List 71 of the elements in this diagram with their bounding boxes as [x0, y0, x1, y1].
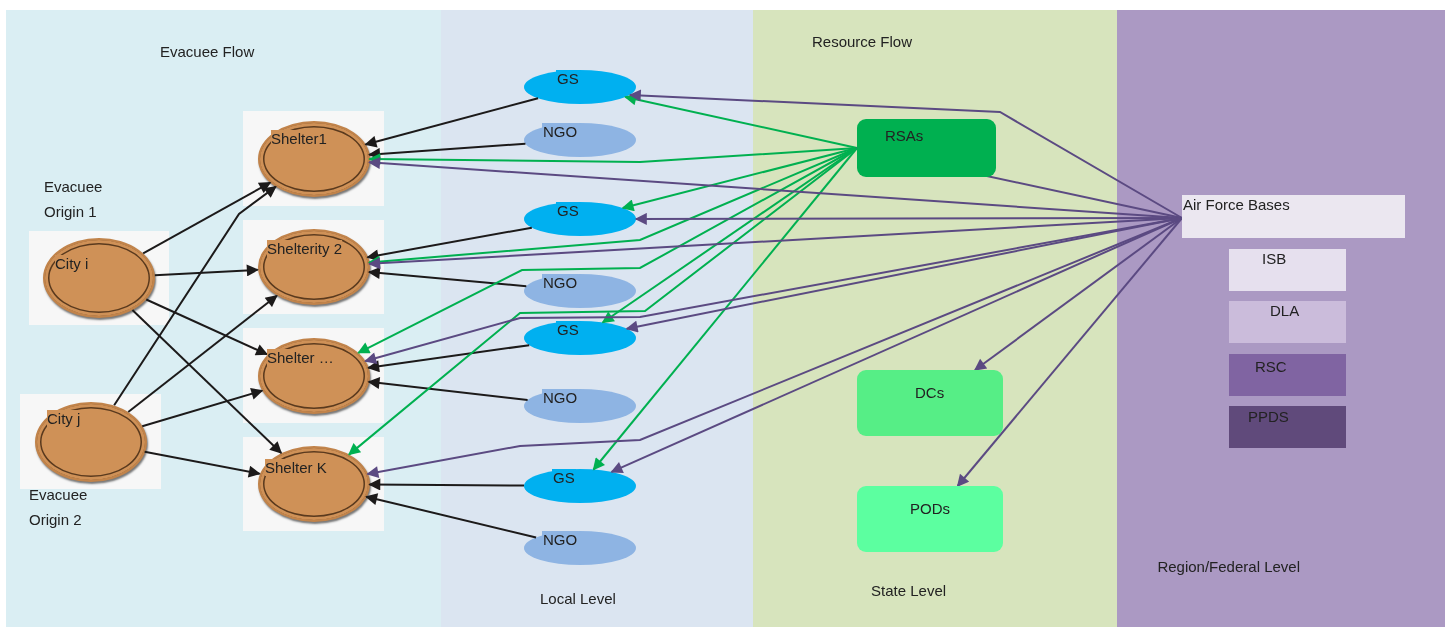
node-label: Shelterity 2	[267, 240, 343, 257]
arrow	[368, 142, 527, 160]
arrow	[141, 388, 264, 428]
facility-box	[857, 486, 1003, 552]
level-title: State Level	[871, 581, 948, 601]
agency-ellipse	[524, 531, 636, 565]
facility-box	[857, 370, 1003, 436]
arrow	[592, 147, 858, 471]
arrow	[143, 450, 261, 478]
node-label: Shelter K	[265, 459, 327, 476]
location-node	[243, 111, 384, 206]
node-label: Shelter …	[267, 349, 334, 366]
location-node	[243, 328, 384, 423]
facility-box	[1229, 354, 1346, 396]
origin-label: Evacuee Origin 1	[44, 177, 104, 222]
node-label: DCs	[915, 384, 945, 401]
node-label: GS	[556, 202, 580, 219]
arrow	[367, 267, 528, 288]
node-label: PPDS	[1248, 408, 1289, 425]
arrow	[131, 309, 283, 454]
node-label: PODs	[910, 500, 950, 517]
flow-band	[441, 10, 753, 627]
agency-ellipse	[524, 70, 636, 104]
facility-box	[857, 119, 996, 177]
agency-ellipse	[524, 202, 636, 236]
facility-box	[1229, 301, 1346, 343]
arrow	[364, 97, 540, 148]
arrow	[956, 217, 1183, 487]
level-title: Local Level	[540, 589, 617, 609]
node-label: Shelter1	[271, 130, 327, 147]
arrow	[367, 344, 531, 373]
level-title: Resource Flow	[812, 32, 914, 52]
arrow	[113, 185, 277, 407]
node-label: NGO	[542, 274, 579, 291]
node-label: GS	[556, 70, 580, 87]
agency-ellipse	[524, 274, 636, 308]
flow-band	[753, 10, 1117, 627]
arrow	[624, 93, 858, 149]
location-node	[243, 220, 384, 314]
arrow	[127, 294, 278, 413]
node-label: NGO	[542, 531, 579, 548]
node-label: GS	[552, 469, 576, 486]
flow-band	[6, 10, 441, 627]
node-label: NGO	[542, 123, 579, 140]
arrow	[366, 226, 533, 262]
facility-box	[1182, 195, 1405, 238]
node-label: GS	[556, 321, 580, 338]
arrow	[145, 298, 269, 356]
agency-ellipse	[524, 389, 636, 423]
node-label: DLA	[1270, 302, 1300, 319]
arrow	[368, 478, 525, 491]
agency-ellipse	[524, 321, 636, 355]
node-label: City i	[55, 255, 89, 272]
node-label: RSC	[1255, 358, 1287, 375]
arrow	[367, 377, 529, 401]
level-title: Evacuee Flow	[160, 42, 256, 62]
arrow	[365, 493, 538, 539]
location-node	[243, 437, 384, 531]
facility-box	[1229, 249, 1346, 291]
node-label: City j	[47, 410, 81, 427]
facility-box	[1229, 406, 1346, 448]
node-label: NGO	[542, 389, 579, 406]
flow-band	[1117, 10, 1445, 627]
node-label: ISB	[1262, 250, 1287, 267]
node-label: RSAs	[885, 127, 924, 144]
node-label: Air Force Bases	[1183, 196, 1290, 213]
arrow	[628, 89, 1183, 219]
arrow	[153, 264, 259, 277]
level-title: Region/Federal Level	[1156, 557, 1300, 577]
origin-label: Evacuee Origin 2	[29, 485, 89, 530]
arrow	[142, 181, 272, 255]
